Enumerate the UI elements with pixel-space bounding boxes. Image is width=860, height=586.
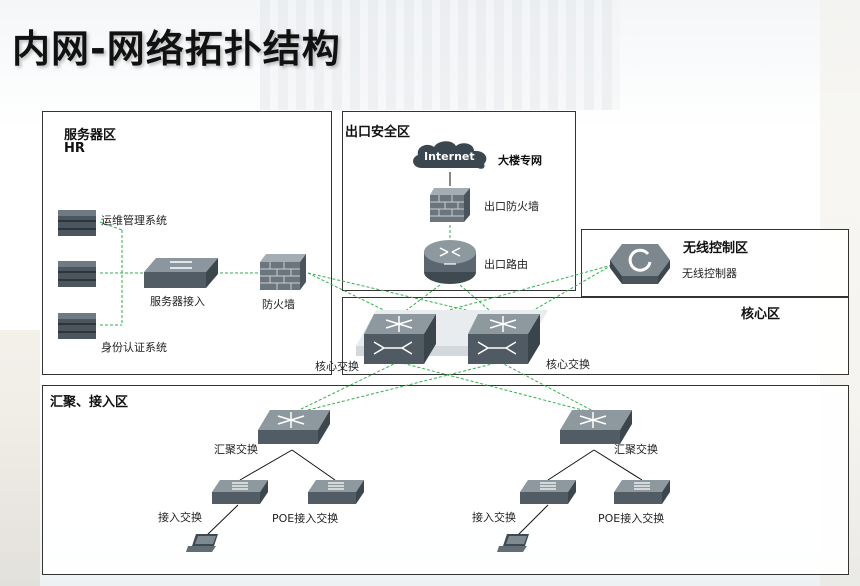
poe-switch-1-label: POE接入交换 <box>272 512 339 525</box>
ops-server-icon <box>58 210 96 236</box>
aggregation-switch-icon <box>258 410 330 444</box>
zone-label-core: 核心区 <box>741 307 781 322</box>
core-switch-1-label: 核心交换 <box>315 360 359 373</box>
core-switch-2-label: 核心交换 <box>546 358 590 371</box>
building-net-label: 大楼专网 <box>498 154 542 167</box>
cloud-icon <box>413 141 487 169</box>
page-title: 内网-网络拓扑结构 <box>12 27 341 71</box>
laptop-icon <box>497 534 529 552</box>
background-building <box>260 0 620 110</box>
server-switch-label: 服务器接入 <box>150 295 205 308</box>
agg-switch-2-label: 汇聚交换 <box>614 443 658 456</box>
poe-switch-icon <box>614 480 670 504</box>
laptop-icon <box>186 534 218 552</box>
zone-label-wireless: 无线控制区 <box>683 241 749 256</box>
server-icon <box>58 261 96 287</box>
wireless-controller-label: 无线控制器 <box>682 267 737 280</box>
router-icon <box>424 240 476 284</box>
zone-label-access: 汇聚、接入区 <box>50 395 129 410</box>
access-switch-1-label: 接入交换 <box>158 511 202 524</box>
access-switch-icon <box>520 480 576 504</box>
firewall-icon <box>260 254 306 290</box>
firewall-label: 防火墙 <box>262 298 295 311</box>
access-switch-icon <box>212 480 268 504</box>
zone-access <box>42 385 849 575</box>
zone-label-exit: 出口安全区 <box>345 125 411 140</box>
agg-switch-1-label: 汇聚交换 <box>214 443 258 456</box>
ops-server-label: 运维管理系统 <box>101 214 167 227</box>
wireless-controller-icon <box>610 244 670 284</box>
background-trees <box>0 330 40 586</box>
switch-icon <box>144 258 218 288</box>
poe-switch-2-label: POE接入交换 <box>598 512 665 525</box>
exit-firewall-label: 出口防火墙 <box>484 200 539 213</box>
exit-firewall-icon <box>430 188 470 222</box>
access-switch-2-label: 接入交换 <box>472 511 516 524</box>
core-switch-icon <box>468 314 540 364</box>
core-switch-icon <box>364 314 436 364</box>
auth-server-icon <box>58 313 96 339</box>
zone-label-server: 服务器区 <box>64 128 117 143</box>
auth-server-label: 身份认证系统 <box>101 341 167 354</box>
poe-switch-icon <box>308 480 364 504</box>
exit-router-label: 出口路由 <box>484 258 528 271</box>
aggregation-switch-icon <box>560 410 632 444</box>
internet-label: Internet <box>424 150 475 163</box>
zone-label-hr: HR <box>64 141 85 156</box>
